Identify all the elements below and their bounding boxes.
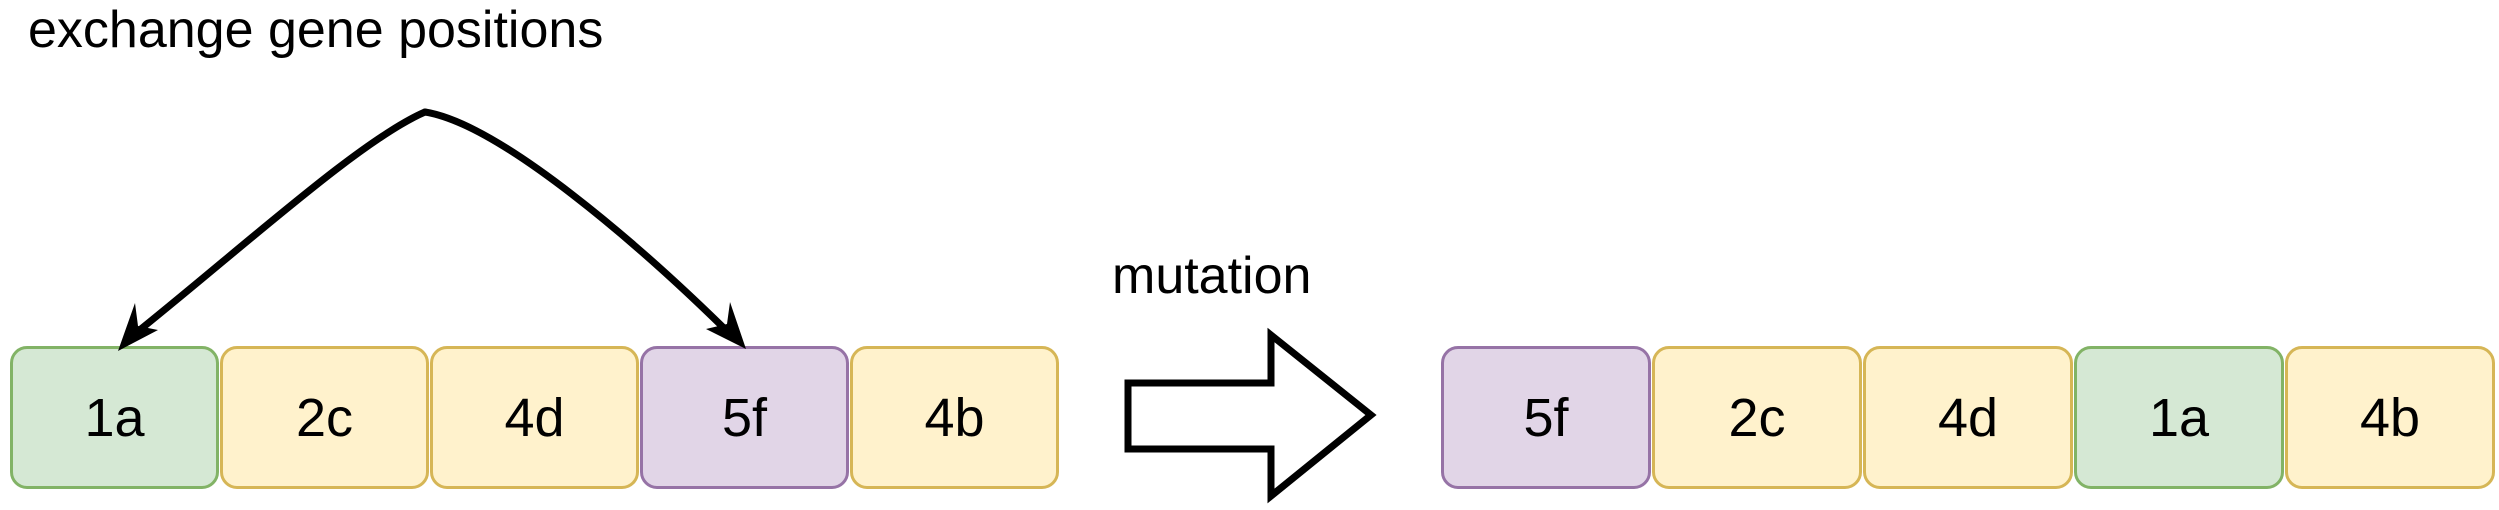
gene-box-after-4[interactable]: 4b: [2285, 346, 2495, 489]
gene-label: 1a: [2148, 387, 2210, 448]
gene-box-before-4[interactable]: 4b: [850, 346, 1059, 489]
gene-label: 4b: [2359, 387, 2421, 448]
mutation-block-arrow-icon: [1124, 327, 1377, 504]
gene-label: 5f: [1523, 387, 1569, 448]
swap-connector-arrow: [118, 108, 746, 351]
gene-box-after-0[interactable]: 5f: [1441, 346, 1651, 489]
gene-label: 1a: [84, 387, 145, 448]
exchange-title-label: exchange gene positions: [28, 1, 604, 59]
gene-label: 4b: [924, 387, 985, 448]
gene-box-before-3[interactable]: 5f: [640, 346, 849, 489]
swap-arrowhead-right-icon: [706, 302, 746, 349]
gene-label: 4d: [504, 387, 565, 448]
swap-connector-left-curve: [127, 108, 429, 341]
gene-box-before-2[interactable]: 4d: [430, 346, 639, 489]
gene-label: 2c: [295, 387, 354, 448]
gene-label: 4d: [1937, 387, 1999, 448]
swap-connector-right-curve: [421, 108, 737, 341]
gene-label: 5f: [721, 387, 768, 448]
mutation-label: mutation: [1112, 247, 1312, 305]
gene-box-after-2[interactable]: 4d: [1863, 346, 2073, 489]
gene-box-after-1[interactable]: 2c: [1652, 346, 1862, 489]
gene-sequence-before: 1a 2c 4d 5f 4b: [10, 346, 1059, 489]
gene-box-before-1[interactable]: 2c: [220, 346, 429, 489]
swap-arrowhead-left-icon: [118, 303, 158, 351]
gene-box-before-0[interactable]: 1a: [10, 346, 219, 489]
gene-label: 2c: [1728, 387, 1786, 448]
gene-sequence-after: 5f 2c 4d 1a 4b: [1441, 346, 2495, 489]
gene-box-after-3[interactable]: 1a: [2074, 346, 2284, 489]
